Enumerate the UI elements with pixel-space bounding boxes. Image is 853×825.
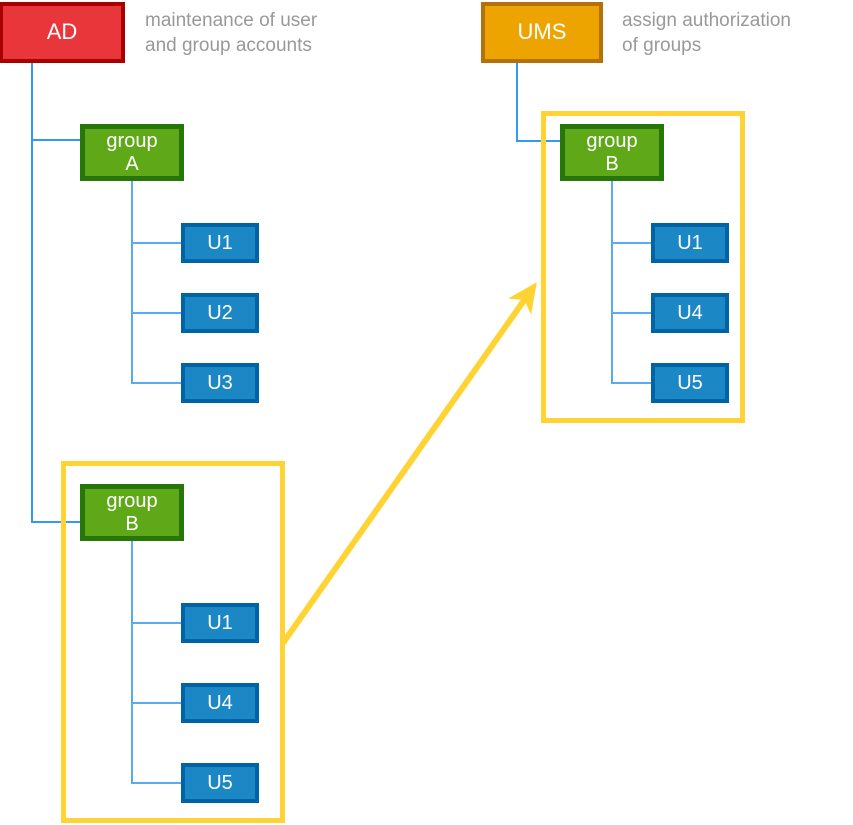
connector-ad-trunk (31, 62, 33, 523)
node-group-b-ad-user-u4[interactable]: U4 (181, 683, 259, 723)
connector-group-b-ums-trunk (611, 181, 613, 383)
connector-ad-to-group-b (31, 521, 81, 523)
connector-group-a-to-u3 (131, 382, 182, 384)
node-group-a-user-u2[interactable]: U2 (181, 293, 259, 333)
caption-ums: assign authorization of groups (622, 10, 791, 57)
connector-group-a-trunk (131, 181, 133, 383)
connector-group-b-ums-to-u4 (611, 312, 653, 314)
connector-group-b-ad-trunk (131, 541, 133, 784)
connector-group-b-ums-to-u1 (611, 242, 653, 244)
node-group-b-ums[interactable]: group B (560, 124, 664, 181)
node-group-b-ums-user-u4[interactable]: U4 (651, 293, 729, 333)
connector-group-b-ad-to-u4 (131, 702, 182, 704)
connector-ums-to-group-b (516, 140, 563, 142)
caption-ad: maintenance of user and group accounts (145, 10, 318, 57)
connector-group-b-ums-to-u5 (611, 382, 653, 384)
connector-group-b-ad-to-u1 (131, 622, 182, 624)
node-group-b-ums-user-u1[interactable]: U1 (651, 223, 729, 263)
node-ums[interactable]: UMS (481, 2, 603, 63)
node-group-b-ums-user-u5[interactable]: U5 (651, 363, 729, 403)
group-b-ums-frame (541, 111, 745, 423)
connector-group-a-to-u1 (131, 242, 182, 244)
connector-group-b-ad-to-u5 (131, 782, 182, 784)
node-group-b-ad[interactable]: group B (80, 484, 184, 541)
node-group-b-ad-user-u5[interactable]: U5 (181, 763, 259, 803)
node-group-a-user-u3[interactable]: U3 (181, 363, 259, 403)
node-group-a[interactable]: group A (80, 124, 184, 181)
connector-ums-trunk (516, 62, 518, 142)
connector-ad-to-group-a (31, 139, 81, 141)
connector-group-a-to-u2 (131, 312, 182, 314)
node-group-b-ad-user-u1[interactable]: U1 (181, 603, 259, 643)
node-ad[interactable]: AD (0, 2, 125, 63)
node-group-a-user-u1[interactable]: U1 (181, 223, 259, 263)
